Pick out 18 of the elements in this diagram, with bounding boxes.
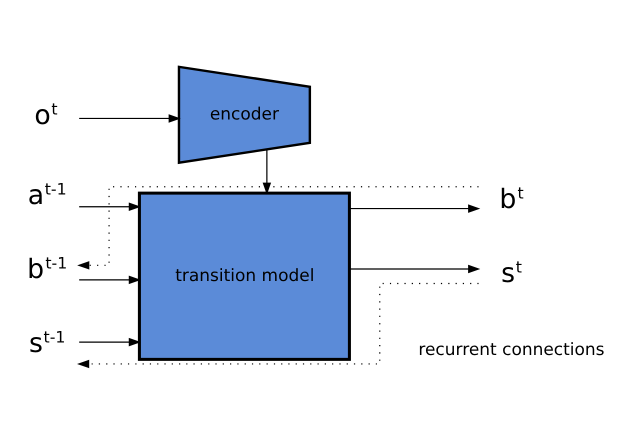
arrow xyxy=(262,149,272,195)
arrow xyxy=(79,114,181,123)
node-text: o$^{t}$ xyxy=(34,100,58,132)
arrow xyxy=(79,202,141,212)
arrow xyxy=(79,338,141,346)
node-text: s$^{t}$ xyxy=(501,257,522,289)
node-box: transition model xyxy=(138,192,351,361)
node-box: encoder xyxy=(178,65,312,164)
node-text: b$^{t-1}$ xyxy=(27,254,68,286)
node-text: a$^{t-1}$ xyxy=(28,180,67,212)
label: recurrent connections xyxy=(418,340,605,360)
arrow xyxy=(350,264,480,274)
arrow xyxy=(350,204,480,213)
arrow xyxy=(77,282,479,368)
node-text: b$^{t}$ xyxy=(499,183,524,215)
arrow xyxy=(79,276,141,284)
arrow xyxy=(77,186,479,270)
node-text: s$^{t-1}$ xyxy=(28,328,66,360)
